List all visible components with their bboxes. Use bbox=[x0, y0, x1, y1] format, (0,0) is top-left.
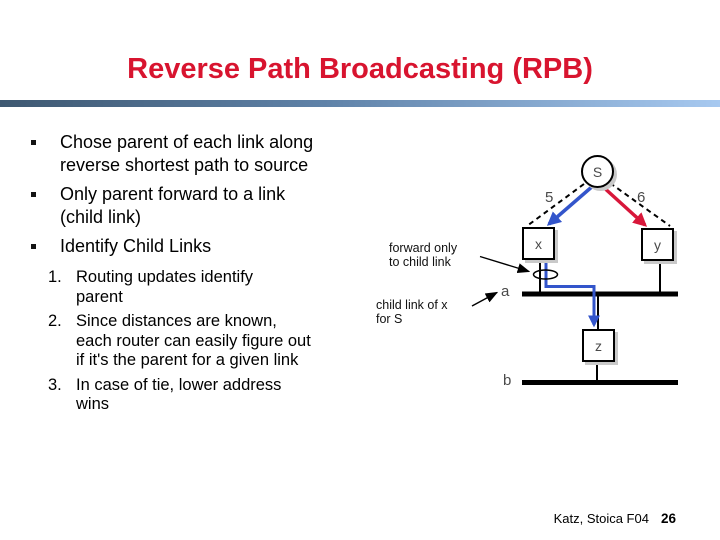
annotation-arrow-child-link bbox=[471, 291, 499, 307]
annotation-child-link: child link of x for S bbox=[376, 298, 448, 326]
bullet-text: Identify Child Links bbox=[60, 235, 211, 258]
router-x-label: x bbox=[535, 235, 542, 252]
slide-title: Reverse Path Broadcasting (RPB) bbox=[127, 53, 593, 85]
numbered-item: 3. In case of tie, lower address wins bbox=[48, 376, 388, 415]
item-line: if it's the parent for a given link bbox=[76, 351, 299, 369]
router-y-label: y bbox=[654, 236, 661, 253]
router-z-label: z bbox=[595, 337, 602, 354]
item-line: parent bbox=[76, 287, 123, 306]
item-text: Routing updates identify parent bbox=[76, 268, 253, 307]
footer-credit: Katz, Stoica F04 bbox=[553, 511, 649, 526]
bullet-text: Chose parent of each link along reverse … bbox=[60, 131, 313, 177]
numbered-sub-list: 1. Routing updates identify parent 2. Si… bbox=[48, 268, 388, 415]
item-line: In case of tie, lower address bbox=[76, 375, 282, 394]
bullet-text: Only parent forward to a link (child lin… bbox=[60, 183, 285, 229]
source-node-label: S bbox=[592, 163, 603, 180]
bullet-square-icon bbox=[31, 140, 36, 145]
page-number: 26 bbox=[660, 511, 676, 526]
item-text: In case of tie, lower address wins bbox=[76, 376, 281, 415]
parent-link-arrow-s-x bbox=[546, 183, 596, 226]
source-node: S bbox=[581, 155, 614, 188]
item-number: 2. bbox=[48, 312, 62, 330]
bullet-square-icon bbox=[31, 192, 36, 197]
router-node-x: x bbox=[522, 227, 555, 260]
bullet-list: Chose parent of each link along reverse … bbox=[28, 131, 388, 420]
item-line: Routing updates identify bbox=[76, 268, 254, 286]
item-line: wins bbox=[76, 395, 110, 413]
bullet-line: Only parent forward to a link bbox=[60, 184, 286, 204]
annotation-line: child link of x bbox=[376, 298, 448, 312]
bullet-square-icon bbox=[31, 244, 36, 249]
link-cost-s-x: 5 bbox=[545, 189, 554, 206]
item-text: Since distances are known, each router c… bbox=[76, 312, 311, 371]
annotation-line: to child link bbox=[389, 254, 451, 269]
forward-path-x-to-z bbox=[544, 257, 600, 328]
bullet-line: Identify Child Links bbox=[60, 236, 212, 256]
bus-a-label: a bbox=[501, 283, 510, 300]
annotation-line: forward only bbox=[389, 241, 458, 255]
bullet-item: Only parent forward to a link (child lin… bbox=[28, 183, 388, 229]
slide-footer: Katz, Stoica F04 26 bbox=[554, 511, 676, 526]
annotation-forward-only: forward only to child link bbox=[389, 241, 458, 269]
bus-b-label: b bbox=[503, 372, 512, 389]
item-number: 1. bbox=[48, 268, 62, 286]
item-line: Since distances are known, bbox=[76, 312, 277, 330]
bullet-line: Chose parent of each link along bbox=[60, 132, 314, 152]
bullet-item: Chose parent of each link along reverse … bbox=[28, 131, 388, 177]
numbered-item: 1. Routing updates identify parent bbox=[48, 268, 388, 307]
bullet-item: Identify Child Links bbox=[28, 235, 388, 258]
item-number: 3. bbox=[48, 375, 62, 394]
bullet-line: (child link) bbox=[60, 207, 142, 227]
router-node-y: y bbox=[641, 228, 674, 261]
router-node-z: z bbox=[582, 329, 615, 362]
dashed-link-s-x bbox=[526, 183, 585, 227]
bullet-line: reverse shortest path to source bbox=[60, 155, 309, 175]
link-cost-s-y: 6 bbox=[637, 189, 646, 206]
item-line: each router can easily figure out bbox=[76, 331, 311, 350]
numbered-item: 2. Since distances are known, each route… bbox=[48, 312, 388, 371]
child-link-ellipse-mark bbox=[532, 269, 559, 280]
title-divider-bar bbox=[0, 100, 720, 107]
annotation-line: for S bbox=[376, 311, 403, 326]
